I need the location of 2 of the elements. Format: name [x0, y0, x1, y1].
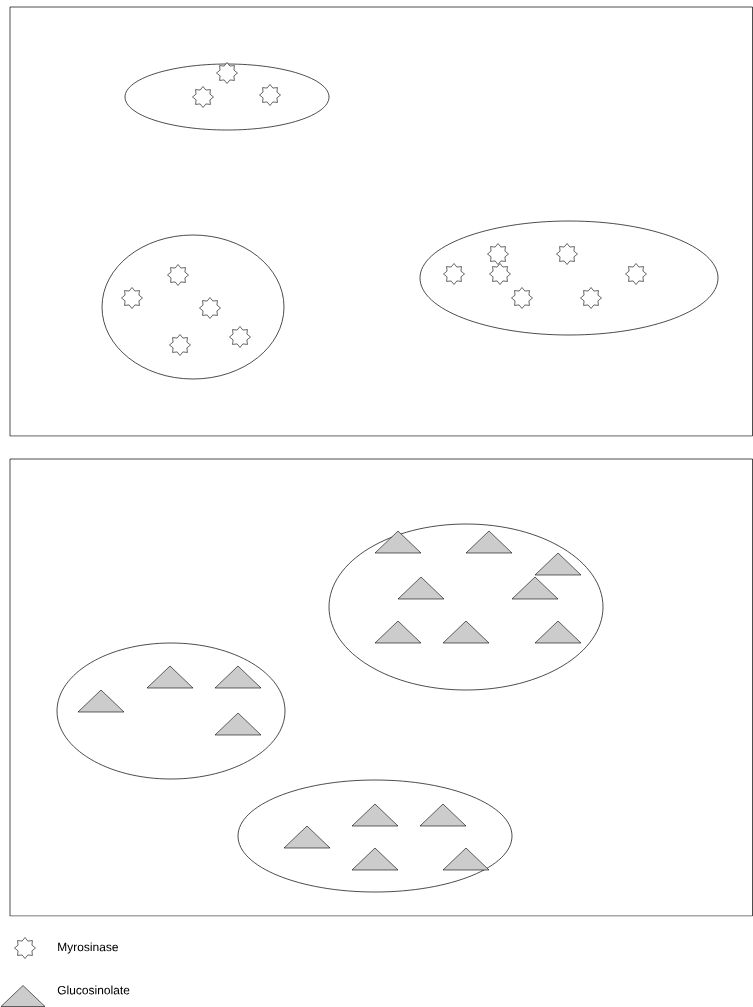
legend-label: Glucosinolate — [57, 985, 130, 995]
legend-label: Myrosinase — [58, 942, 118, 954]
